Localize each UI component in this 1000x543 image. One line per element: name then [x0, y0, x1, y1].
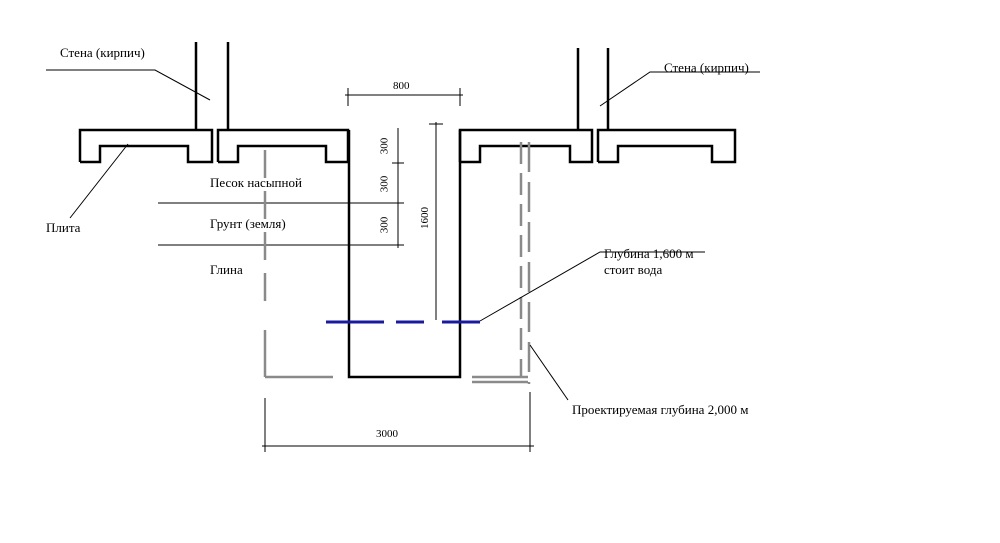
- pit-width-dimension: [345, 88, 463, 106]
- leader-design-depth: [529, 344, 569, 401]
- label-design-depth: Проектируемая глубина 2,000 м: [572, 402, 749, 417]
- label-wall-right: Стена (кирпич): [664, 60, 749, 75]
- total-width-dimension: [262, 392, 534, 452]
- dim-layer-1: 300: [378, 137, 391, 155]
- dim-layer-3: 300: [378, 216, 391, 234]
- soil-layer-lines: [158, 202, 400, 246]
- leader-wall-right: [599, 71, 760, 107]
- layer-dimension-chain: [392, 128, 404, 248]
- label-water-depth: Глубина 1,600 м: [604, 246, 694, 261]
- label-water-standing: стоит вода: [604, 262, 663, 277]
- slab-segment-3: [458, 128, 594, 164]
- floor-slab-segments: [78, 128, 737, 164]
- dim-pit-depth: 1600: [419, 207, 431, 229]
- wall-right: [576, 48, 610, 130]
- label-soil: Грунт (земля): [210, 216, 286, 231]
- slab-segment-4: [596, 128, 737, 164]
- design-pit-outline: [263, 142, 531, 384]
- leader-slab: [69, 143, 129, 219]
- dim-pit-width: 800: [393, 80, 410, 92]
- pit-depth-dimension: [429, 122, 443, 320]
- existing-pit-outline: [347, 130, 462, 379]
- label-slab: Плита: [46, 220, 81, 235]
- leader-wall-left: [46, 69, 211, 101]
- slab-segment-2: [216, 128, 350, 164]
- dim-layer-2: 300: [378, 175, 391, 193]
- wall-left: [194, 42, 230, 130]
- label-wall-left: Стена (кирпич): [60, 45, 145, 60]
- leader-lines: [46, 69, 760, 401]
- label-sand: Песок насыпной: [210, 175, 302, 190]
- label-clay: Глина: [210, 262, 243, 277]
- slab-segment-1: [78, 128, 214, 164]
- leader-water: [479, 251, 705, 322]
- dim-total-width: 3000: [376, 428, 398, 440]
